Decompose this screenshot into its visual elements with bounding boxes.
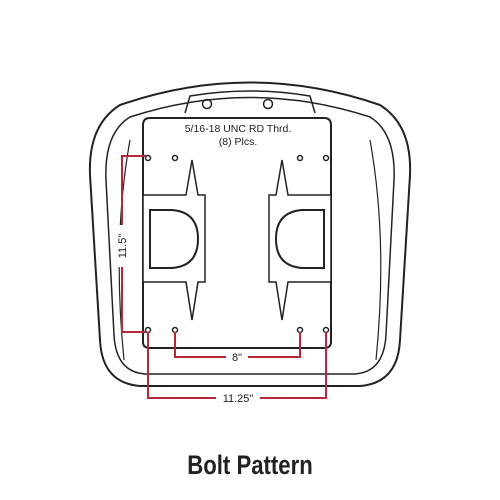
bolt-hole <box>322 154 330 162</box>
bolt-hole <box>144 154 152 162</box>
seat-top-handle <box>184 90 316 114</box>
seat-outer-outline <box>88 81 412 387</box>
dim-label-vertical: 11.5" <box>117 234 129 259</box>
seat-inner-outline <box>105 96 395 375</box>
slide-rail-left-slot <box>149 209 200 269</box>
seat-side-contour-right <box>369 139 382 361</box>
thread-note-line1: 5/16-18 UNC RD Thrd. <box>185 123 292 135</box>
dim-label-bg-vertical <box>113 225 131 267</box>
bolt-hole <box>171 326 179 334</box>
bolt-hole <box>296 326 304 334</box>
dim-label-inner-horizontal: 8" <box>232 352 242 364</box>
bolt-hole <box>296 154 304 162</box>
handle-hole-left <box>201 98 213 110</box>
handle-hole-right <box>262 98 274 110</box>
dim-label-bg-inner <box>226 349 248 365</box>
dim-label-bg-outer <box>216 390 260 406</box>
bolt-hole <box>322 326 330 334</box>
thread-note-line2: (8) Plcs. <box>219 136 258 148</box>
bolt-hole <box>171 154 179 162</box>
caption-title: Bolt Pattern <box>187 450 313 480</box>
slide-rail-right-slot <box>274 209 325 269</box>
bolt-hole <box>144 326 152 334</box>
dim-label-outer-horizontal: 11.25" <box>223 393 254 405</box>
